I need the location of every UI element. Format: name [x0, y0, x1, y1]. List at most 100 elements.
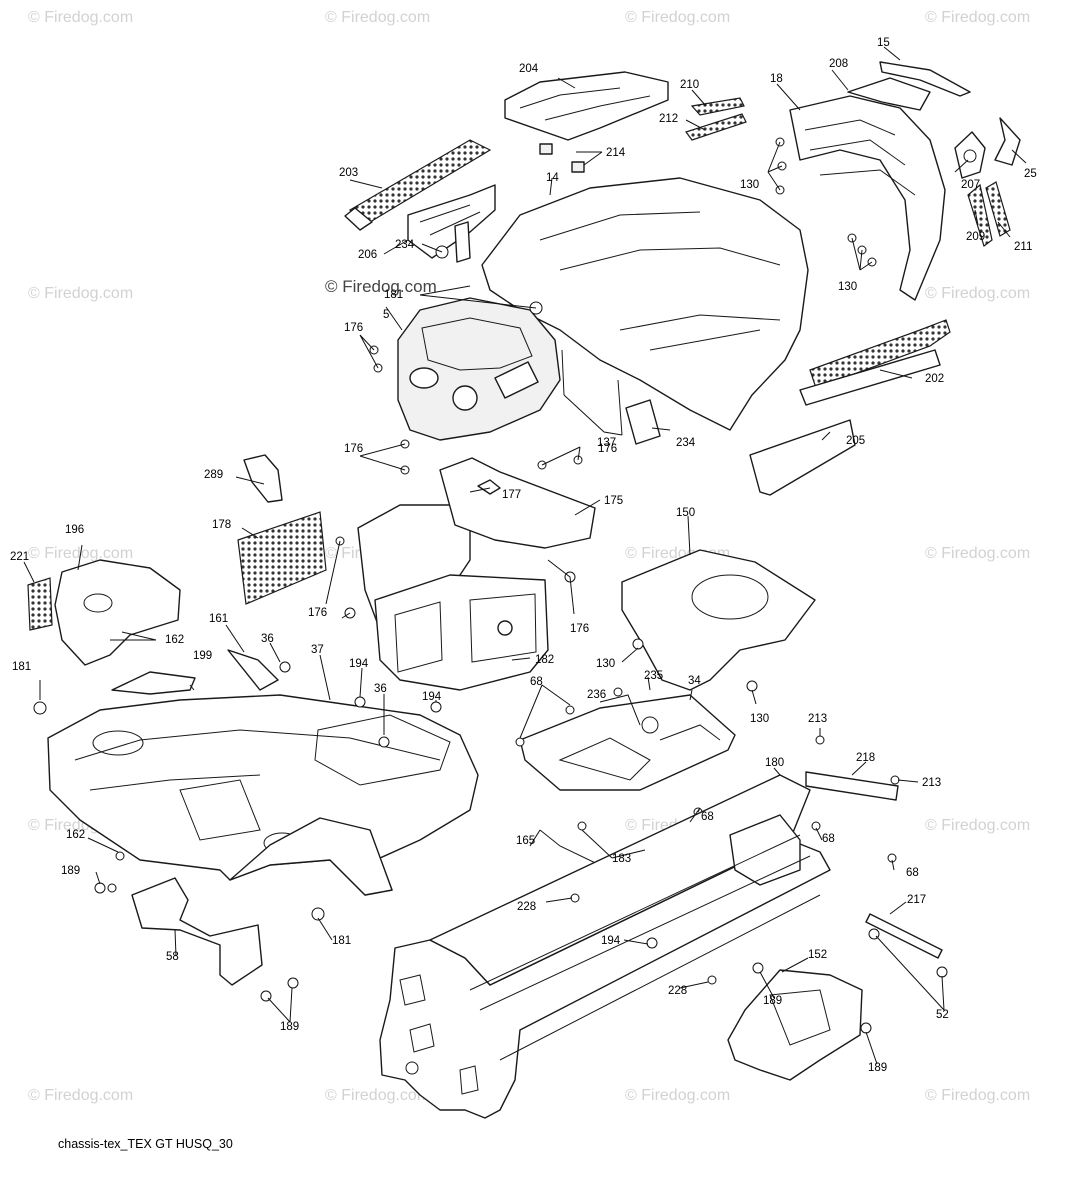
callout-label: 189 [763, 995, 782, 1007]
callout-label: 176 [598, 443, 617, 455]
rod-165 [539, 829, 611, 871]
frame-assembly [379, 774, 831, 1119]
callout-label: 183 [612, 853, 631, 865]
rod-217 [865, 913, 943, 959]
bracket-206 [407, 184, 496, 259]
headlight-207-lens [963, 149, 977, 163]
callout-label: 221 [10, 551, 29, 563]
callout-label: 213 [922, 777, 941, 789]
clip-177 [477, 479, 501, 495]
callout-label: 161 [209, 613, 228, 625]
hood-top-cover-detail [519, 87, 651, 121]
decal-234b [625, 399, 661, 445]
lever-bezel [494, 361, 539, 399]
callout-label: 181 [12, 661, 31, 673]
bolt-189 [94, 882, 106, 894]
bracket-175 [439, 457, 596, 549]
front-panel-182 [374, 574, 549, 691]
hood-top-cover-204 [504, 71, 669, 141]
callout-label: 18 [770, 73, 783, 85]
callout-label: 130 [596, 658, 615, 670]
callout-label: 130 [740, 179, 759, 191]
bracket-218 [805, 771, 899, 801]
front-panel-182-openings [394, 593, 537, 673]
seat-plate-34 [519, 694, 736, 791]
hood-14-contour [539, 211, 781, 351]
trim-strip-210 [690, 97, 745, 116]
grille-203-end [344, 207, 373, 231]
watermark: © Firedog.com [625, 1087, 730, 1104]
bracket-206-detail [419, 204, 481, 236]
watermark-dark: © Firedog.com [325, 277, 437, 296]
dash-panel-assembly [369, 245, 583, 475]
callout-label: 202 [925, 373, 944, 385]
decal-221 [27, 577, 53, 631]
callout-label: 34 [688, 675, 701, 687]
rod-137 [561, 349, 623, 436]
side-strip-209 [967, 183, 993, 247]
callout-label: 181 [332, 935, 351, 947]
bolt-68 [565, 705, 575, 715]
callout-label: 36 [374, 683, 387, 695]
front-nose-18-detail [804, 119, 916, 196]
callout-label: 228 [517, 901, 536, 913]
callout-label: 199 [193, 650, 212, 662]
callout-label: 5 [383, 309, 389, 321]
watermark: © Firedog.com [925, 285, 1030, 302]
screw-130 [632, 638, 644, 650]
callout-label: 130 [838, 281, 857, 293]
frame-180-hole [405, 1061, 419, 1075]
callout-label: 25 [1024, 168, 1037, 180]
callout-label: 52 [936, 1009, 949, 1021]
callout-label: 58 [166, 951, 179, 963]
bracket-58 [131, 877, 263, 986]
front-nose-18 [789, 95, 946, 301]
callout-label: 68 [822, 833, 835, 845]
screw-130 [746, 680, 758, 692]
bracket-199 [111, 671, 196, 695]
nut-181 [311, 907, 325, 921]
screw-36 [378, 736, 390, 748]
trim-208 [847, 77, 931, 111]
bolt-68 [811, 821, 821, 831]
callout-label: 196 [65, 524, 84, 536]
trim-strip-212 [685, 113, 747, 141]
rear-bracket-assembly [805, 735, 948, 978]
decal-234a [454, 221, 471, 263]
bolt-68 [577, 821, 587, 831]
bolt-228 [707, 975, 717, 985]
bolt-189 [752, 962, 764, 974]
nut-181 [33, 701, 47, 715]
callout-label: 68 [906, 867, 919, 879]
callout-label: 137 [597, 437, 616, 449]
bolt-189 [287, 977, 299, 989]
side-grille-178 [237, 511, 327, 605]
callout-label: 165 [516, 835, 535, 847]
seat-pan-assembly [27, 559, 291, 715]
callout-label: 189 [868, 1062, 887, 1074]
callout-label: 228 [668, 985, 687, 997]
callout-label: 235 [644, 670, 663, 682]
nut-52 [936, 966, 948, 978]
callout-label: 289 [204, 469, 223, 481]
screw-162 [115, 851, 125, 861]
fender-deck-cup [92, 730, 144, 756]
callout-label: 236 [587, 689, 606, 701]
callout-label: 162 [66, 829, 85, 841]
front-grille-202-frame [799, 349, 941, 406]
watermark: © Firedog.com [325, 9, 430, 26]
fender-deck-assembly [47, 694, 479, 921]
watermark: © Firedog.com [28, 9, 133, 26]
watermark: © Firedog.com [28, 1087, 133, 1104]
nut-194 [430, 701, 442, 713]
diagram-caption: chassis-tex_TEX GT HUSQ_30 [58, 1137, 233, 1151]
bolt-68 [613, 687, 623, 697]
bolt-228 [570, 893, 580, 903]
watermark: © Firedog.com [28, 285, 133, 302]
callout-label: 182 [535, 654, 554, 666]
bolt-68 [515, 737, 525, 747]
callout-label: 177 [502, 489, 521, 501]
callout-label: 210 [680, 79, 699, 91]
